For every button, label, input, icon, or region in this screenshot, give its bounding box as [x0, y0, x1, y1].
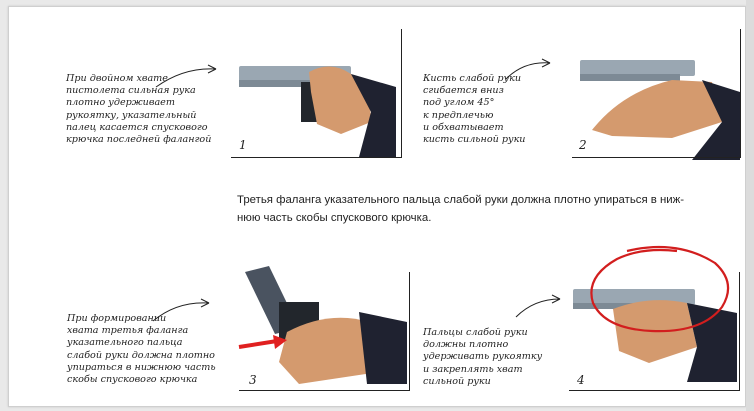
red-arrow-pointer — [238, 335, 287, 349]
panel-2-number: 2 — [579, 138, 587, 152]
panel-2: Кисть слабой руки сгибается вниз под угл… — [409, 7, 745, 177]
document-page: При двойном хвате пистолета сильная рука… — [8, 6, 746, 407]
panel-1-caption: При двойном хвате пистолета сильная рука… — [66, 73, 212, 146]
pointer-line-1 — [155, 64, 217, 88]
panel-1-number: 1 — [239, 138, 247, 152]
center-note: Третья фаланга указательного пальца слаб… — [237, 194, 685, 224]
panel-3-frame — [239, 272, 410, 391]
photo-pistol-grip-1 — [239, 66, 396, 157]
annotation-circle — [590, 245, 730, 333]
pointer-line-3 — [152, 298, 210, 322]
window-edge — [746, 0, 754, 411]
panel-4-frame — [569, 272, 740, 391]
photo-pistol-grip-3 — [245, 266, 407, 384]
pointer-line-4 — [515, 294, 561, 318]
panel-1: При двойном хвате пистолета сильная рука… — [9, 7, 409, 177]
photo-pistol-grip-2 — [580, 60, 740, 160]
panel-2-frame — [572, 29, 741, 158]
panel-1-frame — [231, 29, 402, 158]
panel-4-number: 4 — [577, 373, 585, 387]
pointer-line-2 — [505, 58, 551, 80]
panel-3-caption: При формировании хвата третья фаланга ук… — [67, 313, 216, 386]
panel-2-caption: Кисть слабой руки сгибается вниз под угл… — [423, 73, 526, 146]
panel-4-caption: Пальцы слабой руки должны плотно удержив… — [423, 327, 543, 387]
panel-3-number: 3 — [249, 373, 257, 387]
panel-3: При формировании хвата третья фаланга ук… — [9, 237, 410, 406]
